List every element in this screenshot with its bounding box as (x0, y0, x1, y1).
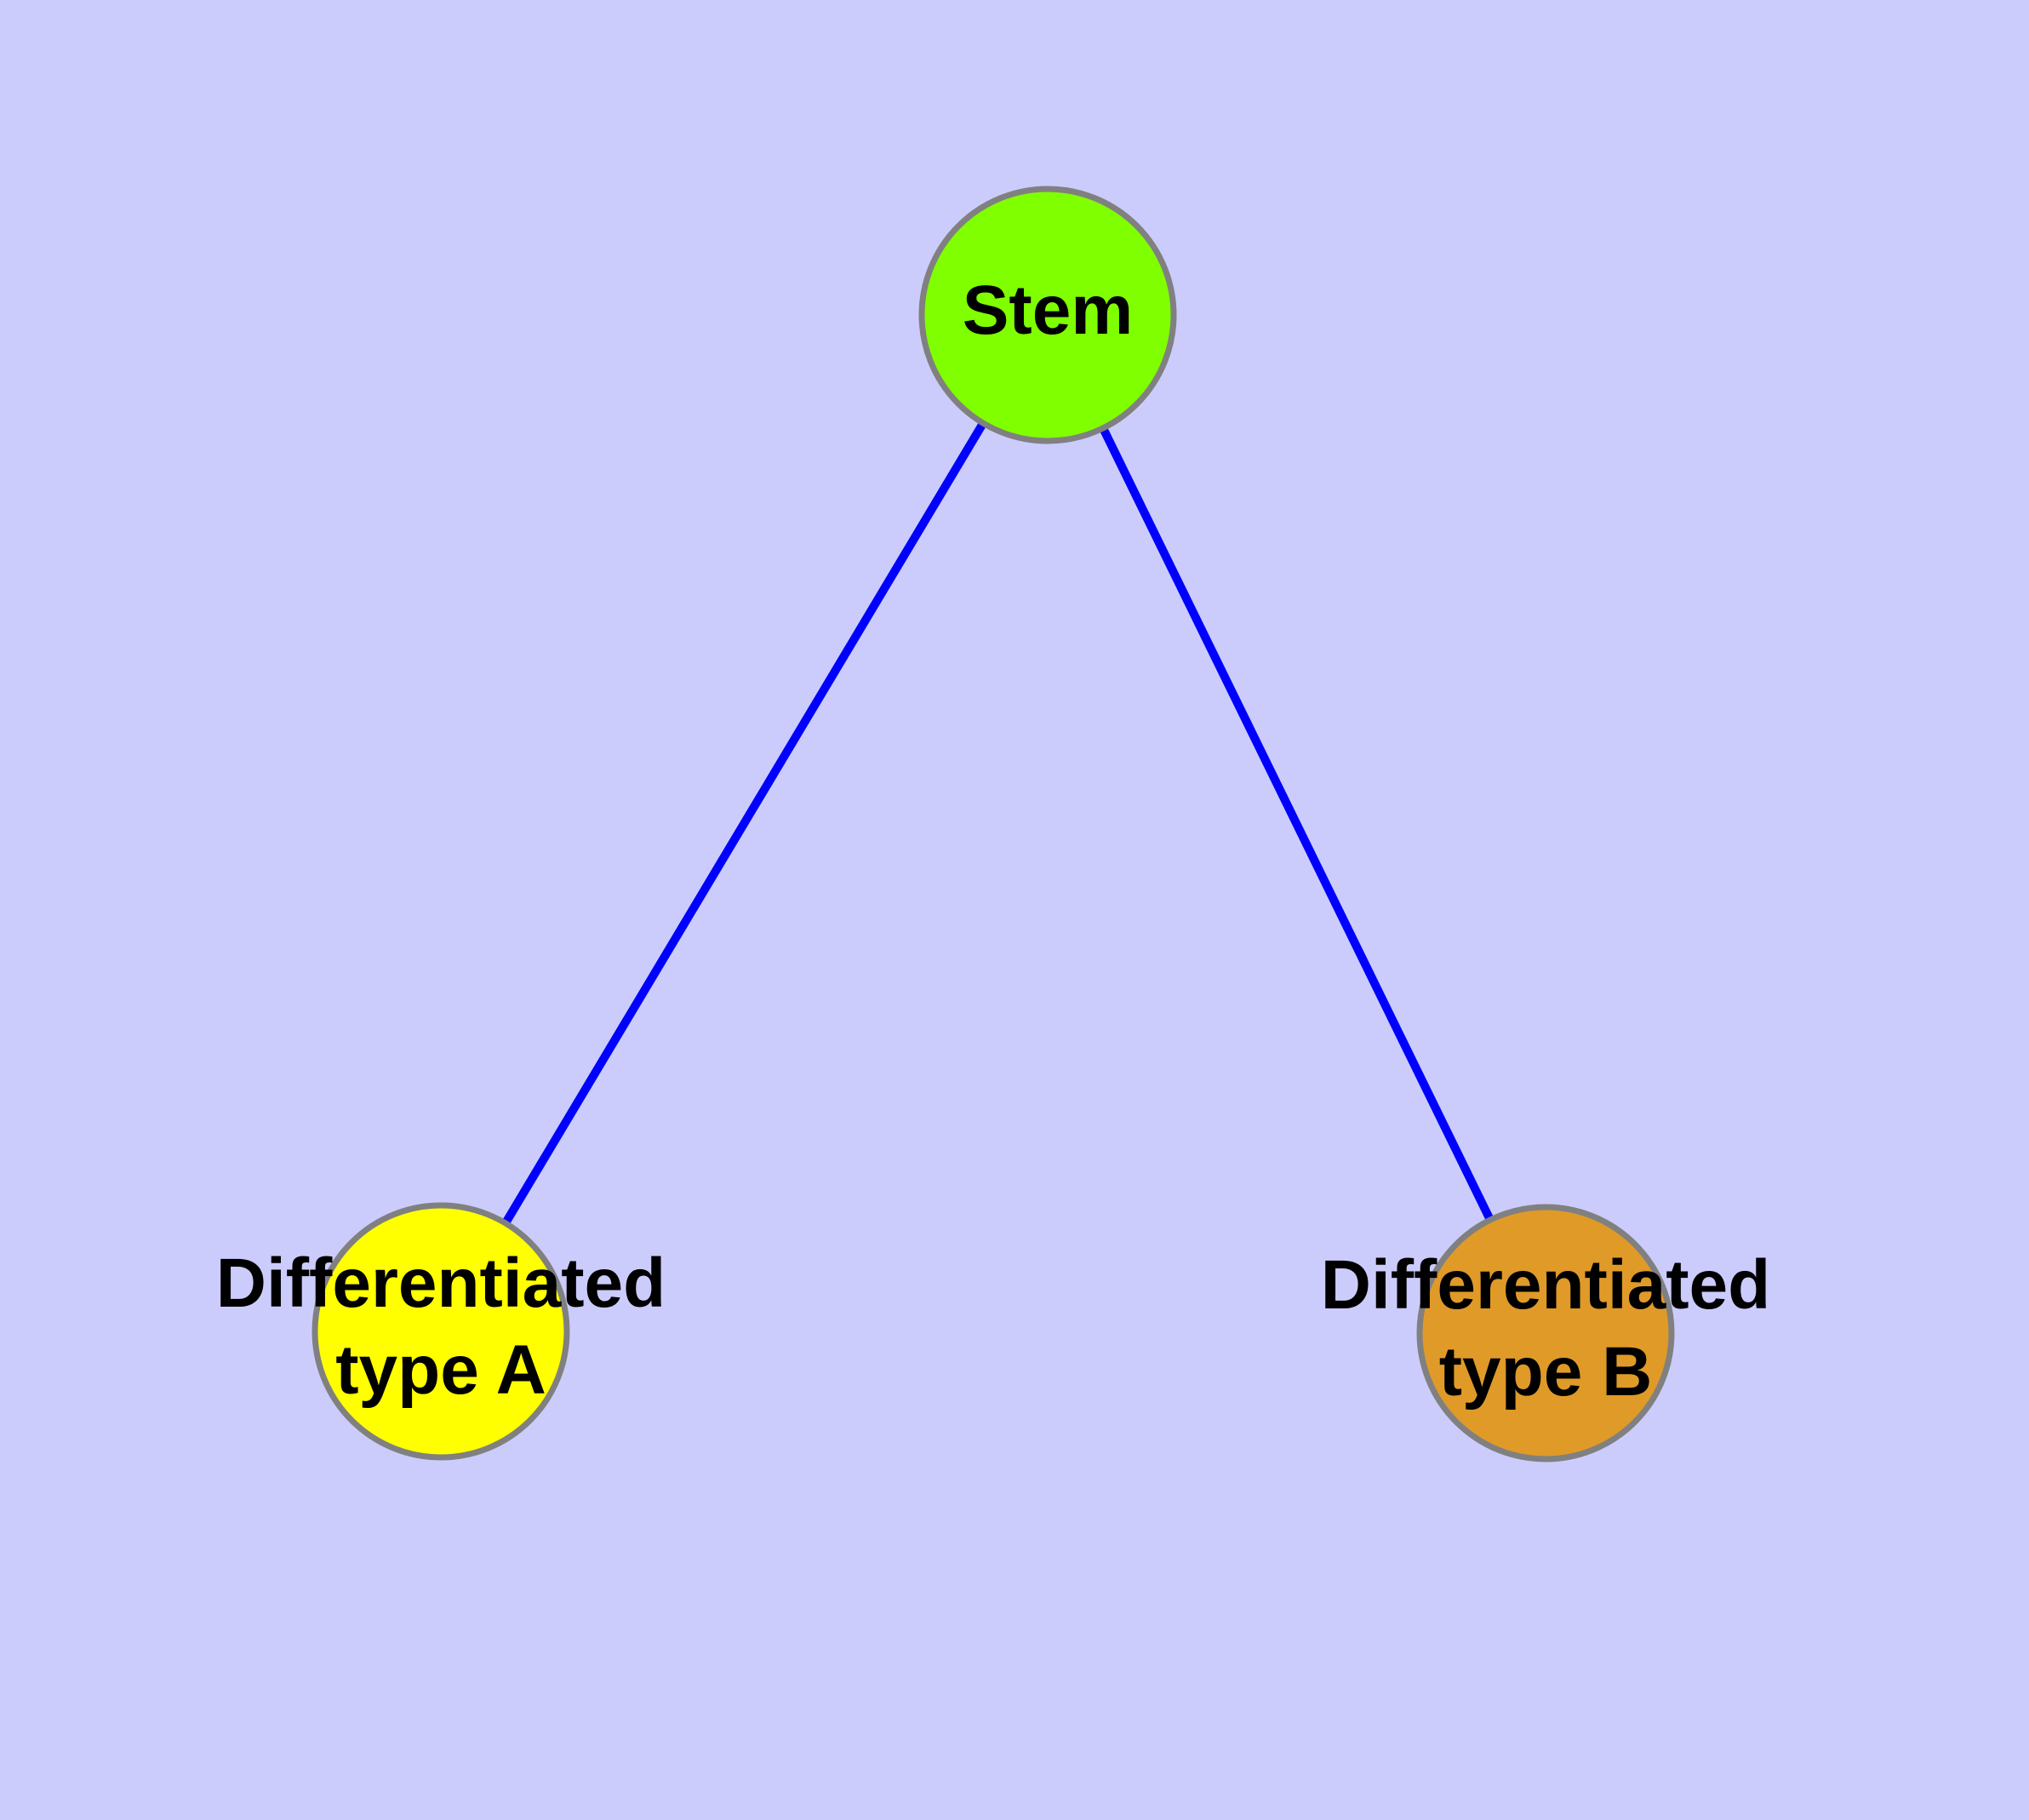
graph-node-stem[interactable]: Stem (918, 186, 1177, 444)
node-circle-stem[interactable] (918, 186, 1177, 444)
graph-edge-stem-diff_a (499, 416, 990, 1230)
node-label-line: type A (335, 1331, 546, 1408)
node-circle-diff_a[interactable] (311, 1202, 570, 1461)
node-label-line: Differentiated (216, 1245, 666, 1322)
node-circle-diff_b[interactable] (1416, 1204, 1675, 1462)
edge-layer (499, 416, 1497, 1230)
node-label-diff_a: Differentiated type A (216, 1245, 666, 1409)
node-label-diff_b: Differentiated type B (1321, 1246, 1771, 1411)
node-label-line: type B (1439, 1332, 1653, 1410)
node-label-stem: Stem (963, 272, 1134, 349)
node-label-line: Stem (963, 272, 1134, 349)
graph-node-diff_b[interactable]: Differentiated type B (1321, 1204, 1771, 1462)
graph-edge-stem-diff_b (1096, 421, 1497, 1227)
node-label-line: Differentiated (1321, 1246, 1771, 1324)
graph-node-diff_a[interactable]: Differentiated type A (216, 1202, 666, 1461)
